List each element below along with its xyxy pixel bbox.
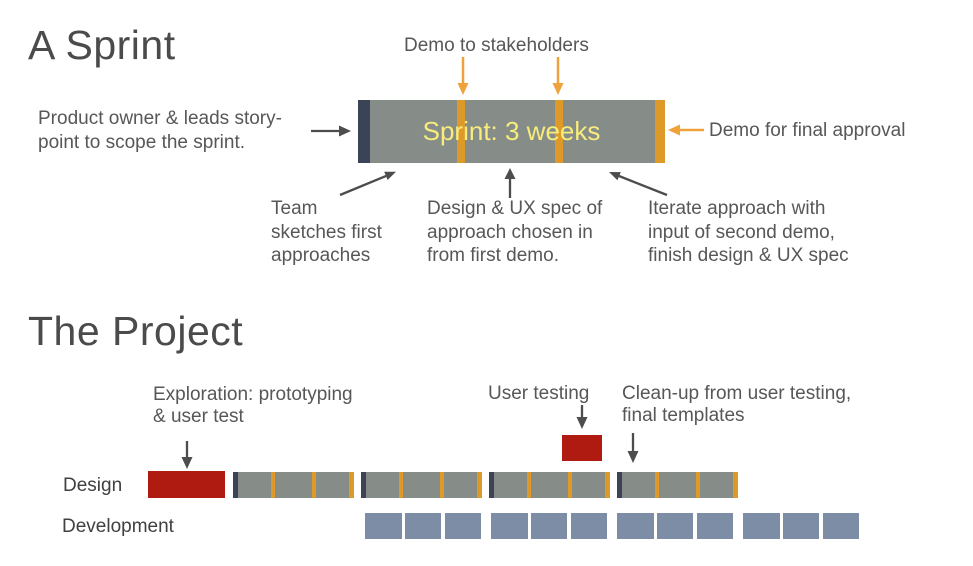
development-block — [822, 513, 859, 539]
demo-arrow-1-icon — [456, 57, 470, 95]
product-owner-arrow-icon — [311, 124, 351, 138]
design-sprint-bar — [361, 472, 482, 498]
final-approval-arrow-icon — [668, 123, 704, 137]
iterate-note: Iterate approach with input of second de… — [648, 198, 849, 266]
development-block — [782, 513, 820, 539]
sprint-bar-label: Sprint: 3 weeks — [422, 116, 601, 146]
exploration-bar — [148, 471, 225, 498]
product-owner-note: Product owner & leads story- point to sc… — [38, 108, 282, 153]
cleanup-arrow-icon — [626, 433, 640, 463]
development-block — [696, 513, 733, 539]
team-note: Team sketches first approaches — [271, 198, 382, 266]
section-title-a-sprint: A Sprint — [28, 22, 176, 68]
team-arrow-icon — [338, 165, 400, 197]
design-sprint-bar — [233, 472, 354, 498]
development-block — [444, 513, 481, 539]
cleanup-note: Clean-up from user testing, final templa… — [622, 383, 852, 426]
designux-note: Design & UX spec of approach chosen in f… — [427, 198, 603, 266]
iterate-arrow-icon — [605, 165, 669, 197]
demo-stakeholders-label: Demo to stakeholders — [404, 35, 589, 56]
development-block — [656, 513, 694, 539]
sprint-bar: Sprint: 3 weeks — [358, 100, 665, 163]
design-sprint-bar — [617, 472, 738, 498]
user-testing-block — [562, 435, 602, 461]
user-testing-label: User testing — [488, 383, 590, 404]
development-block — [530, 513, 568, 539]
development-block — [617, 513, 654, 539]
development-block — [365, 513, 402, 539]
demo-2-marker — [555, 100, 563, 163]
design-sprint-bar — [489, 472, 610, 498]
demo-1-marker — [457, 100, 465, 163]
designux-arrow-icon — [503, 168, 517, 198]
development-block — [491, 513, 528, 539]
demo-arrow-2-icon — [551, 57, 565, 95]
section-title-the-project: The Project — [28, 308, 244, 354]
development-block — [743, 513, 780, 539]
development-row-label: Development — [62, 516, 174, 537]
final-demo-marker — [655, 100, 665, 163]
exploration-arrow-icon — [180, 441, 194, 469]
development-block — [404, 513, 442, 539]
development-block — [570, 513, 607, 539]
exploration-note: Exploration: prototyping & user test — [153, 384, 353, 427]
design-row-label: Design — [63, 475, 123, 496]
final-approval-label: Demo for final approval — [709, 120, 906, 141]
sprint-start-marker — [358, 100, 370, 163]
user-testing-arrow-icon — [575, 405, 589, 429]
